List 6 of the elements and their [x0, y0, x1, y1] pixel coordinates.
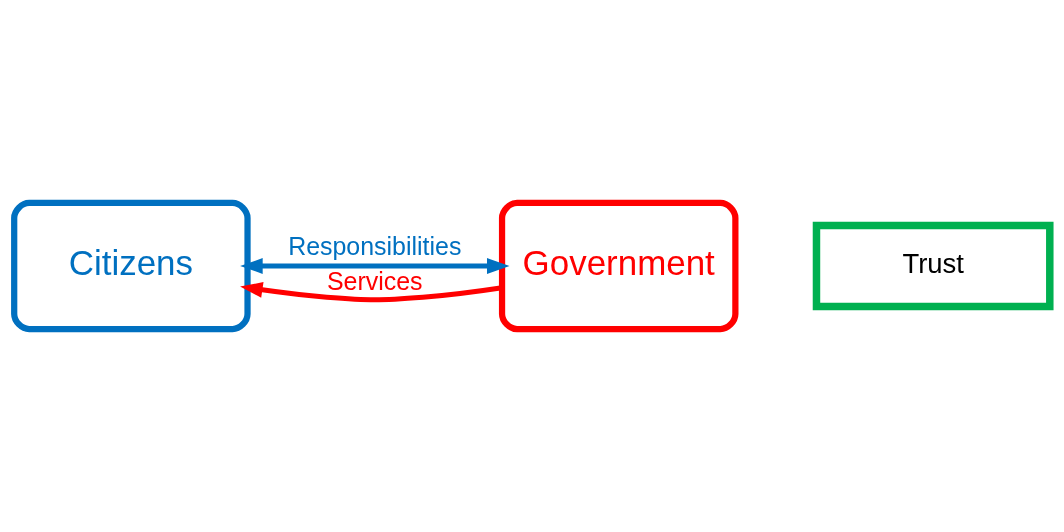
edge-label: Responsibilities [288, 231, 462, 260]
node-box: Trust [812, 221, 1054, 311]
node-box: Citizens [11, 199, 251, 333]
node-box: Government [498, 199, 739, 333]
arrow [240, 258, 510, 274]
edge-label: Services [326, 266, 423, 295]
